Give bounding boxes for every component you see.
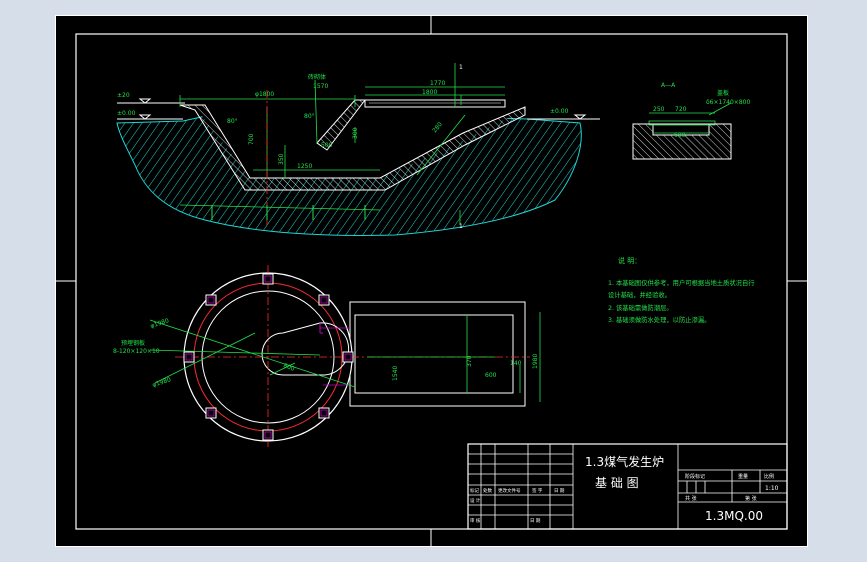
pit-cavity (195, 107, 525, 178)
plan-dia-anchor: φ1980 (151, 376, 172, 389)
plan-dia-outer: φ1980 (149, 317, 170, 330)
lbl-sheet2: 第 张 (745, 495, 757, 502)
level-right: ±0.00 (550, 108, 569, 115)
section-mark-bottom: 1 (459, 223, 463, 230)
drawing-sheet: ±20 ±0.00 ±0.00 φ1800 80° 80° 砖砌体 1570 1… (55, 15, 808, 547)
dim-1800: 1800 (422, 89, 437, 96)
notes: 说 明： 1. 本基础图仅供参考，用户可根据当地土质状况自行 设计基础，并经验收… (608, 256, 755, 324)
notes-item-2: 设计基础，并经验收。 (608, 290, 671, 299)
angle-left: 80° (227, 118, 238, 125)
plan-inner-opening (261, 322, 350, 376)
detail-cover-spec: δ6×1740×800 (706, 99, 750, 106)
drawing-number: 1.3MQ.00 (705, 509, 763, 523)
scale-value: 1:10 (765, 485, 779, 492)
cover-slab (364, 99, 506, 108)
detail-view-aa: A—A 盖板 δ6×1740×800 250 720 600 (632, 82, 750, 160)
title-name-2: 基 础 图 (595, 476, 639, 490)
lbl-date: 日 期 (554, 488, 565, 494)
section-mark-top: 1 (459, 64, 463, 71)
dim-700: 700 (248, 133, 255, 145)
level-left: ±0.00 (117, 110, 136, 117)
lbl-check: 审 核 (470, 517, 481, 524)
detail-cover-label: 盖板 (717, 89, 729, 97)
lbl-date2: 日 期 (530, 518, 541, 524)
center-marks (55, 15, 808, 547)
cad-viewport[interactable]: ±20 ±0.00 ±0.00 φ1800 80° 80° 砖砌体 1570 1… (55, 15, 808, 547)
lbl-stage: 阶段标记 (685, 473, 705, 480)
plan-channel-outer (349, 301, 526, 407)
dim-diameter-top: φ1800 (255, 91, 274, 98)
plan-dim-1540: 1540 (392, 366, 399, 381)
lbl-sign: 签 字 (532, 487, 543, 494)
notes-item-4: 3. 基础须做防水处理，以防止渗漏。 (608, 315, 710, 324)
plan-view: φ1980 预埋钢板 8-120×120×10 φ1980 800 1540 3… (113, 265, 541, 447)
dim-350: 350 (278, 153, 285, 165)
title-name-1: 1.3煤气发生炉 (585, 454, 664, 469)
plan-dim-140: 140 (510, 360, 522, 367)
dim-500: 500 (321, 142, 333, 149)
notes-item-1: 1. 本基础图仅供参考，用户可根据当地土质状况自行 (608, 278, 755, 287)
plan-dim-800: 800 (282, 362, 295, 373)
lbl-sheet: 共 张 (685, 495, 697, 502)
dim-300: 300 (352, 127, 359, 139)
plan-channel-inner (354, 314, 514, 394)
plan-dim-width: 1980 (532, 354, 539, 369)
lbl-doc: 更改文件号 (498, 487, 521, 494)
notes-title: 说 明： (618, 256, 641, 265)
section-view: ±20 ±0.00 ±0.00 φ1800 80° 80° 砖砌体 1570 1… (116, 63, 600, 236)
lbl-design: 设 计 (470, 497, 481, 504)
plan-bolt-label: 预埋钢板 (121, 339, 145, 347)
anchor-plates (183, 273, 354, 441)
level-left-top: ±20 (117, 92, 130, 99)
detail-dim-mid: 720 (675, 106, 687, 113)
lbl-count: 处数 (483, 487, 492, 494)
dim-1250: 1250 (297, 163, 312, 170)
slope-label: 砖砌体 (308, 73, 326, 81)
lbl-mark: 标记 (470, 487, 479, 494)
detail-title: A—A (661, 82, 676, 89)
plan-dim-600: 600 (485, 372, 497, 379)
slope-value: 1570 (313, 83, 328, 90)
lbl-weight: 重量 (738, 473, 748, 480)
angle-mid: 80° (304, 113, 315, 120)
detail-dim-left: 250 (653, 106, 665, 113)
plan-bolt-spec: 8-120×120×10 (113, 348, 160, 355)
lbl-scale: 比例 (764, 473, 774, 480)
dim-1770: 1770 (430, 80, 445, 87)
slope-wedge (316, 99, 367, 151)
plan-dim-370: 370 (466, 355, 473, 367)
notes-item-3: 2. 该基础需做防潮层。 (608, 303, 673, 312)
detail-dim-inner: 600 (674, 132, 686, 139)
title-block: 1.3煤气发生炉 基 础 图 1.3MQ.00 1:10 阶段标记 重量 比例 … (467, 443, 788, 530)
pit-wall (179, 104, 526, 191)
